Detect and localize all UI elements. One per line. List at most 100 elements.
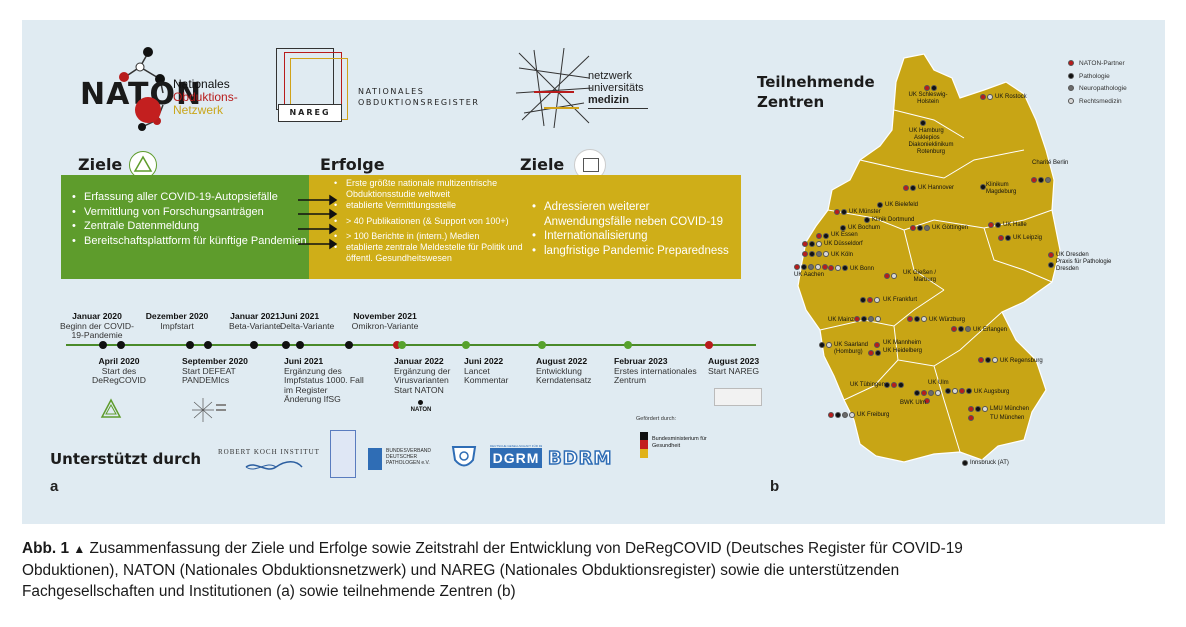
map-label: UK Düsseldorf [824,241,863,247]
map-marker [921,390,927,396]
map-marker [816,241,822,247]
map-label: UK Mainz [828,317,855,323]
map-marker [842,265,848,271]
naton-small-icon: NATON [406,398,436,422]
map-label: Praxis für Pathologie Dresden [1056,259,1112,272]
map-marker [959,388,965,394]
map-label: UK Halle [1003,222,1027,228]
legend-swatch [1068,85,1074,92]
goal-item: Vermittlung von Forschungsanträgen [72,205,307,220]
defeat-pandemics-icon [100,398,122,420]
success-item: etablierte zentrale Meldestelle für Poli… [334,242,539,264]
map-marker [962,460,968,466]
map-label: Klinikum Magdeburg [986,182,1017,195]
map-marker [891,273,897,279]
map-label: UK Dresden [1056,252,1089,258]
bdrm-logo: BDRM [547,447,613,470]
arrows-icon [298,194,338,250]
map-marker [958,326,964,332]
map-label: UK Hamburg [909,128,944,134]
map-marker [1038,177,1044,183]
map-marker [924,85,930,91]
map-label: UK Würzburg [929,317,966,323]
naton-logo: NATON Nationales Obduktions- Netzwerk [80,45,250,135]
success-item: etablierte Vermittlungsstelle [334,200,539,211]
rki-logo: ROBERT KOCH INSTITUT [218,448,319,478]
timeline-axis [66,344,756,346]
map-marker [864,217,870,223]
map-marker [840,225,846,231]
nareg-title: NATIONALES OBDUKTIONSREGISTER [358,87,480,107]
map-label: UK Münster [849,209,881,215]
map-marker [822,264,828,270]
future-goals-list: Adressieren weiterer Anwendungsfälle neb… [532,200,738,258]
map-marker [945,388,951,394]
map-marker [849,412,855,418]
map-marker [868,316,874,322]
map-marker [826,342,832,348]
map-marker [884,382,890,388]
map-marker [966,388,972,394]
map-marker [867,297,873,303]
map-label: UK Ulm [928,380,949,386]
map-marker [809,241,815,247]
map-marker [860,297,866,303]
timeline-dot [705,341,713,349]
map-marker [842,412,848,418]
map-label: BWK Ulm [900,400,926,406]
map-label: UK Frankfurt [883,297,918,303]
timeline-dot [624,341,632,349]
map-marker [809,251,815,257]
map-legend: NATON-Partner Pathologie Neuropathologie… [1068,58,1163,108]
map-marker [910,225,916,231]
map-marker [816,251,822,257]
timeline-dot [398,341,406,349]
figure-caption: Abb. 1 ▲ Zusammenfassung der Ziele und E… [22,538,1022,602]
num-small-icon [192,398,228,422]
timeline-dot [186,341,194,349]
map-marker [1048,262,1054,268]
map-marker [951,326,957,332]
map-label: UK Heidelberg [883,348,923,354]
goal-item: Bereitschaftsplattform für künftige Pand… [72,234,307,249]
network-lines-icon [515,48,593,128]
map-label: UK Gießen / Marburg [902,270,936,283]
map-marker [861,316,867,322]
nareg-tiny-icon [714,388,762,406]
nareg-logo: NAREG NATIONALES OBDUKTIONSREGISTER [274,46,494,131]
map-marker [874,297,880,303]
map-marker [1031,177,1037,183]
map-marker [1048,252,1054,258]
map-label: UK Aachen [794,272,825,278]
map-marker [802,251,808,257]
dgrm-logo: DEUTSCHE GESELLSCHAFT FÜR RECHTSMEDIZIN … [490,444,542,468]
bdp-logo: BUNDESVERBAND DEUTSCHER PATHOLOGEN e.V. [368,448,438,474]
legend-swatch [1068,72,1074,79]
map-marker [920,120,926,126]
map-marker [854,316,860,322]
map-marker [910,185,916,191]
goal-item: Erfassung aller COVID-19-Autopsiefälle [72,190,307,205]
map-label: LMU München [990,406,1030,412]
map-marker [988,222,994,228]
map-marker [802,241,808,247]
map-label: UK Hannover [918,185,955,191]
timeline-dot [282,341,290,349]
num-wordmark: netzwerk universitäts medizin [588,70,648,109]
map-label: UK Göttingen [932,225,969,231]
map-marker [914,316,920,322]
success-item: > 100 Berichte in (intern.) Medien [334,231,539,242]
map-marker [924,398,930,404]
map-label: Klinik Dortmund [872,217,915,223]
map-marker [884,273,890,279]
map-label: Charité Berlin [1032,160,1069,166]
ministry-logo: Gefördert durch: Bundesministerium für G… [636,416,756,476]
map-label: UK Regensburg [1000,358,1043,364]
map-marker [874,342,880,348]
